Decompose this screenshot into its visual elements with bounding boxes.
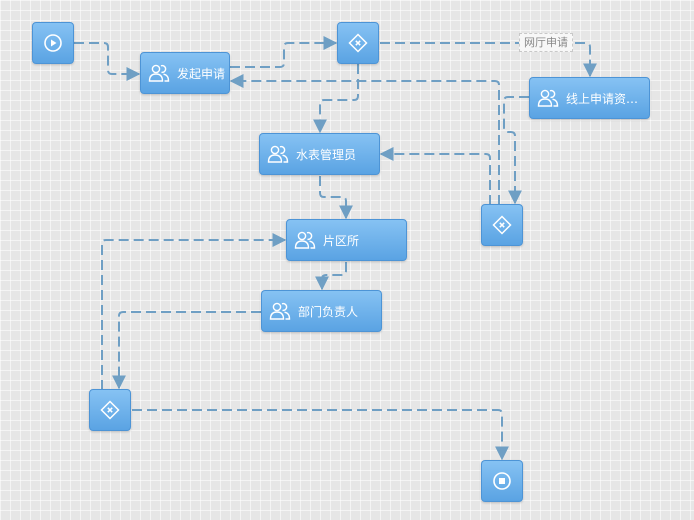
- edge-label-online-hall: 网厅申请: [519, 33, 573, 52]
- users-icon: [294, 231, 316, 249]
- edge-dept-head-to-gateway3[interactable]: [112, 311, 261, 390]
- gateway-x-icon: [100, 400, 120, 420]
- edge-online-review-to-gateway2[interactable]: [503, 96, 529, 205]
- gateway-x-icon: [348, 33, 368, 53]
- edge-initiate-to-gateway1[interactable]: [230, 36, 338, 68]
- start-event[interactable]: [32, 22, 74, 64]
- edge-gateway3-to-district[interactable]: [101, 233, 287, 390]
- exclusive-gateway-3[interactable]: [89, 389, 131, 431]
- exclusive-gateway-1[interactable]: [337, 22, 379, 64]
- users-icon: [267, 145, 289, 163]
- exclusive-gateway-2[interactable]: [481, 204, 523, 246]
- task-district-office[interactable]: 片区所: [286, 219, 407, 261]
- task-district-office-label: 片区所: [323, 233, 360, 248]
- users-icon: [269, 302, 291, 320]
- edge-gateway2-to-water-admin[interactable]: [379, 147, 491, 205]
- gateway-x-icon: [492, 215, 512, 235]
- edge-water-admin-to-district[interactable]: [319, 176, 353, 220]
- users-icon: [537, 89, 559, 107]
- edge-start-to-initiate[interactable]: [74, 42, 141, 81]
- edge-gateway1-to-water-admin[interactable]: [313, 64, 359, 134]
- end-event[interactable]: [481, 460, 523, 502]
- task-water-meter-admin-label: 水表管理员: [296, 147, 357, 162]
- users-icon: [148, 64, 170, 82]
- task-initiate-label: 发起申请: [177, 66, 226, 81]
- task-department-head[interactable]: 部门负责人: [261, 290, 382, 332]
- task-department-head-label: 部门负责人: [298, 304, 359, 319]
- edge-gateway3-to-end[interactable]: [132, 409, 509, 461]
- edge-district-to-dept-head[interactable]: [315, 262, 347, 291]
- task-online-review-label: 线上申请资料…: [566, 91, 649, 106]
- stop-circle-icon: [493, 472, 511, 490]
- play-circle-icon: [44, 34, 62, 52]
- task-initiate[interactable]: 发起申请: [140, 52, 230, 94]
- task-online-review[interactable]: 线上申请资料…: [529, 77, 650, 119]
- task-water-meter-admin[interactable]: 水表管理员: [259, 133, 380, 175]
